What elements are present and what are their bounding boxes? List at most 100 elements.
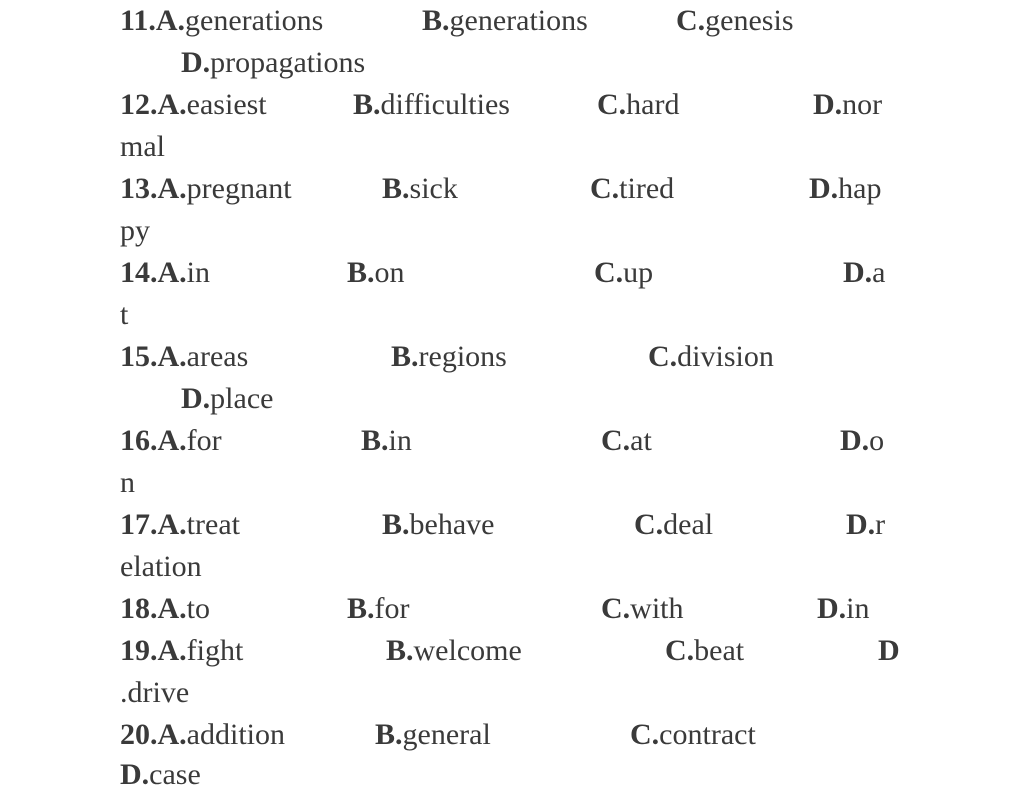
question-11-continuation: D.propagations	[0, 42, 1024, 84]
option-14-b: B.on	[347, 252, 405, 294]
option-letter: A.	[157, 508, 187, 541]
option-text: behave	[409, 508, 495, 541]
option-12-d-wrap: mal	[120, 130, 165, 163]
option-letter: D	[878, 634, 900, 667]
option-13-d-wrap: py	[120, 214, 150, 247]
option-13-a: 13.A.pregnant	[120, 168, 292, 210]
option-text: general	[402, 718, 491, 751]
option-letter: C.	[594, 256, 624, 289]
question-16-continuation: n	[0, 462, 1024, 504]
option-19-c: C.beat	[665, 630, 744, 672]
option-letter: D.	[846, 508, 876, 541]
option-text: beat	[694, 634, 745, 667]
option-text: nor	[842, 88, 883, 121]
option-15-c: C.division	[648, 336, 774, 378]
option-text: in	[388, 424, 412, 457]
option-17-d: D.r	[846, 504, 885, 546]
question-number: 12.	[120, 88, 158, 121]
option-letter: D.	[181, 382, 211, 415]
option-letter: A.	[157, 88, 187, 121]
question-19-continuation: .drive	[0, 672, 1024, 714]
option-letter: C.	[676, 4, 706, 37]
option-text: o	[869, 424, 885, 457]
option-letter: A.	[157, 340, 187, 373]
option-letter: B.	[353, 88, 381, 121]
option-11-a: 11.A.generations	[120, 0, 323, 42]
option-19-a: 19.A.fight	[120, 630, 243, 672]
option-letter: C.	[634, 508, 664, 541]
option-letter: B.	[422, 4, 450, 37]
option-19-b: B.welcome	[386, 630, 522, 672]
option-letter: C.	[601, 592, 631, 625]
option-letter: A.	[157, 634, 187, 667]
option-text: deal	[663, 508, 714, 541]
question-number: 18.	[120, 592, 158, 625]
option-text: treat	[186, 508, 240, 541]
question-12-continuation: mal	[0, 126, 1024, 168]
option-text: division	[677, 340, 774, 373]
option-letter: C.	[665, 634, 695, 667]
option-16-c: C.at	[601, 420, 652, 462]
option-16-d-wrap: n	[120, 466, 135, 499]
question-number: 19.	[120, 634, 158, 667]
option-text: in	[186, 256, 211, 289]
option-18-c: C.with	[601, 588, 684, 630]
option-text: hap	[838, 172, 882, 205]
question-13-continuation: py	[0, 210, 1024, 252]
option-18-b: B.for	[347, 588, 410, 630]
option-12-c: C.hard	[597, 84, 679, 126]
option-text: generations	[185, 4, 324, 37]
option-letter: B.	[347, 256, 375, 289]
option-letter: D.	[840, 424, 870, 457]
option-13-d: D.hap	[809, 168, 882, 210]
option-letter: B.	[361, 424, 389, 457]
question-16-line: 16.A.for B.in C.at D.o	[0, 420, 1024, 462]
option-letter: A.	[157, 172, 187, 205]
question-11-line: 11.A.generations B.generations C.genesis	[0, 0, 1024, 42]
option-15-d: D.place	[181, 378, 273, 420]
option-text: r	[875, 508, 886, 541]
option-18-d: D.in	[817, 588, 870, 630]
question-number: 20.	[120, 718, 158, 751]
option-16-d: D.o	[840, 420, 884, 462]
option-text: place	[210, 382, 274, 415]
option-15-a: 15.A.areas	[120, 336, 248, 378]
option-text: on	[374, 256, 405, 289]
question-13-line: 13.A.pregnant B.sick C.tired D.hap	[0, 168, 1024, 210]
option-letter: A.	[157, 592, 187, 625]
option-18-a: 18.A.to	[120, 588, 210, 630]
option-text: sick	[409, 172, 458, 205]
question-number: 17.	[120, 508, 158, 541]
option-text: fight	[186, 634, 244, 667]
option-letter: A.	[157, 256, 187, 289]
option-letter: D.	[120, 758, 150, 791]
option-14-c: C.up	[594, 252, 653, 294]
option-text: addition	[186, 718, 285, 751]
option-text: with	[630, 592, 684, 625]
question-number: 13.	[120, 172, 158, 205]
option-text: in	[846, 592, 870, 625]
option-letter: B.	[347, 592, 375, 625]
option-16-b: B.in	[361, 420, 412, 462]
option-letter: D.	[817, 592, 847, 625]
option-11-b: B.generations	[422, 0, 588, 42]
option-letter: C.	[648, 340, 678, 373]
question-14-line: 14.A.in B.on C.up D.a	[0, 252, 1024, 294]
option-text: pregnant	[186, 172, 292, 205]
option-text: areas	[186, 340, 249, 373]
question-14-continuation: t	[0, 294, 1024, 336]
question-number: 11.	[120, 4, 156, 37]
option-17-d-wrap: elation	[120, 550, 202, 583]
question-20-line: 20.A.addition B.general C.contract	[0, 714, 1024, 756]
option-13-c: C.tired	[590, 168, 674, 210]
option-text: generations	[449, 4, 588, 37]
question-number: 14.	[120, 256, 158, 289]
option-letter: B.	[391, 340, 419, 373]
question-17-continuation: elation	[0, 546, 1024, 588]
option-16-a: 16.A.for	[120, 420, 222, 462]
option-letter: C.	[590, 172, 620, 205]
option-text: contract	[659, 718, 756, 751]
option-text: case	[149, 758, 201, 791]
option-text: tired	[619, 172, 675, 205]
option-text: propagations	[210, 46, 366, 79]
